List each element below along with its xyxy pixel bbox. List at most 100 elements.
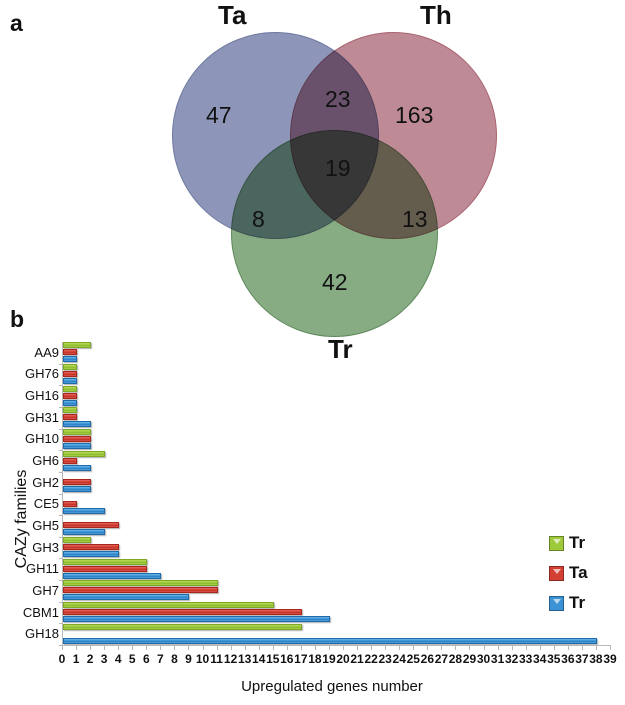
bar-ta-red-ce5	[63, 500, 78, 507]
venn-label-tr: Tr	[328, 334, 353, 364]
y-axis-tick	[59, 623, 63, 625]
y-axis-label-ce5: CE5	[33, 496, 59, 512]
x-axis-tick-label-11: 11	[210, 652, 223, 666]
bar-tr-blue-cbm1	[63, 616, 330, 623]
bar-row	[63, 450, 611, 457]
x-axis-tick-label-26: 26	[420, 652, 434, 666]
x-axis-tick-label-0: 0	[58, 652, 66, 666]
bar-row	[63, 551, 611, 558]
bar-ta-red-gh7	[63, 587, 218, 594]
bar-tr-green-gh18	[63, 623, 302, 630]
bar-group	[63, 558, 611, 580]
y-axis-label-gh18: GH18	[25, 626, 59, 642]
x-axis-tick-label-13: 13	[237, 652, 252, 666]
bar-tr-blue-gh16	[63, 399, 78, 406]
bar-group	[63, 515, 611, 537]
x-axis-tick-label-20: 20	[336, 652, 350, 666]
bar-group	[63, 472, 611, 494]
y-axis-label-gh31: GH31	[25, 409, 59, 425]
x-axis-tick-label-1: 1	[72, 652, 80, 666]
x-axis-tick	[230, 645, 232, 650]
bar-tr-blue-gh3	[63, 551, 120, 558]
bar-row	[63, 558, 611, 565]
x-axis-tick	[483, 645, 485, 650]
x-axis-tick	[441, 645, 443, 650]
bar-tr-green-gh76	[63, 363, 78, 370]
legend-swatch-icon-2	[549, 595, 564, 611]
venn-count-ta-tr-overlap: 8	[252, 206, 265, 232]
bar-row	[63, 377, 611, 384]
y-axis-label-gh2: GH2	[32, 474, 59, 490]
x-axis-tick-label-21: 21	[350, 652, 364, 666]
x-axis-tick	[399, 645, 401, 650]
y-axis-tick	[59, 471, 63, 473]
x-axis-tick-label-38: 38	[589, 652, 603, 666]
y-axis-tick	[59, 645, 63, 646]
bar-group	[63, 537, 611, 559]
y-axis-tick	[59, 406, 63, 408]
bar-ta-red-gh2	[63, 479, 92, 486]
x-axis-tick	[343, 645, 345, 650]
y-axis-tick	[59, 493, 63, 495]
bar-group	[63, 363, 611, 386]
bar-row	[63, 537, 611, 544]
x-axis-tick-label-34: 34	[533, 652, 547, 666]
bar-row	[63, 587, 611, 594]
x-axis-tick-label-2: 2	[86, 652, 94, 666]
venn-diagram: Ta Th Tr 47 163 42 23 8 13 19	[172, 0, 497, 364]
x-axis-tick-label-5: 5	[128, 652, 136, 666]
bar-row	[63, 399, 611, 406]
bar-row	[63, 623, 611, 630]
legend-item-0: Tr	[549, 530, 588, 556]
x-axis-tick-label-12: 12	[223, 652, 238, 666]
y-axis-tick	[59, 385, 63, 387]
x-axis-tick-label-25: 25	[406, 652, 420, 666]
bar-row	[63, 500, 611, 507]
bar-tr-blue-gh10	[63, 442, 92, 449]
bar-group	[63, 385, 611, 407]
bar-row	[63, 407, 611, 414]
bar-group	[63, 494, 611, 516]
x-axis-tick-label-15: 15	[266, 652, 280, 666]
x-axis-tick	[118, 645, 120, 650]
x-axis-tick-label-35: 35	[547, 652, 561, 666]
x-axis-tick	[104, 645, 106, 650]
bar-row	[63, 464, 611, 471]
y-axis-label-gh76: GH76	[25, 366, 59, 382]
bar-row	[63, 602, 611, 609]
bar-tr-blue-gh18	[63, 637, 597, 644]
bar-row	[63, 479, 611, 486]
bar-row	[63, 385, 611, 392]
bar-ta-red-gh10	[63, 435, 92, 442]
bar-row	[63, 356, 611, 363]
x-axis-tick-label-27: 27	[434, 652, 449, 666]
bar-group	[63, 342, 611, 364]
bar-row	[63, 616, 611, 623]
y-axis-tick	[59, 580, 63, 582]
bar-row	[63, 594, 611, 601]
x-axis-tick	[188, 645, 190, 650]
y-axis-tick	[59, 450, 63, 452]
x-axis-tick	[286, 645, 288, 650]
bar-chart: CAZy families Upregulated genes number T…	[0, 330, 625, 705]
venn-count-th-tr-overlap: 13	[402, 206, 428, 232]
x-axis-line	[62, 645, 610, 646]
bar-tr-blue-gh76	[63, 377, 78, 384]
y-axis-label-cbm1: CBM1	[22, 604, 59, 620]
y-axis-label-gh11: GH11	[26, 561, 59, 577]
bar-ta-red-gh11	[63, 565, 148, 572]
bar-row	[63, 363, 611, 370]
bar-tr-green-gh3	[63, 537, 92, 544]
y-axis-tick	[59, 558, 63, 560]
x-axis-tick	[595, 645, 597, 650]
x-axis-tick-label-28: 28	[448, 652, 463, 666]
x-axis-tick-label-16: 16	[280, 652, 294, 666]
x-axis-tick	[76, 645, 78, 650]
legend-item-1: Ta	[549, 560, 588, 586]
x-axis-tick	[160, 645, 162, 650]
bar-group	[63, 450, 611, 472]
bar-row	[63, 507, 611, 514]
venn-label-ta: Ta	[218, 0, 247, 30]
x-axis-tick-label-4: 4	[114, 652, 122, 666]
